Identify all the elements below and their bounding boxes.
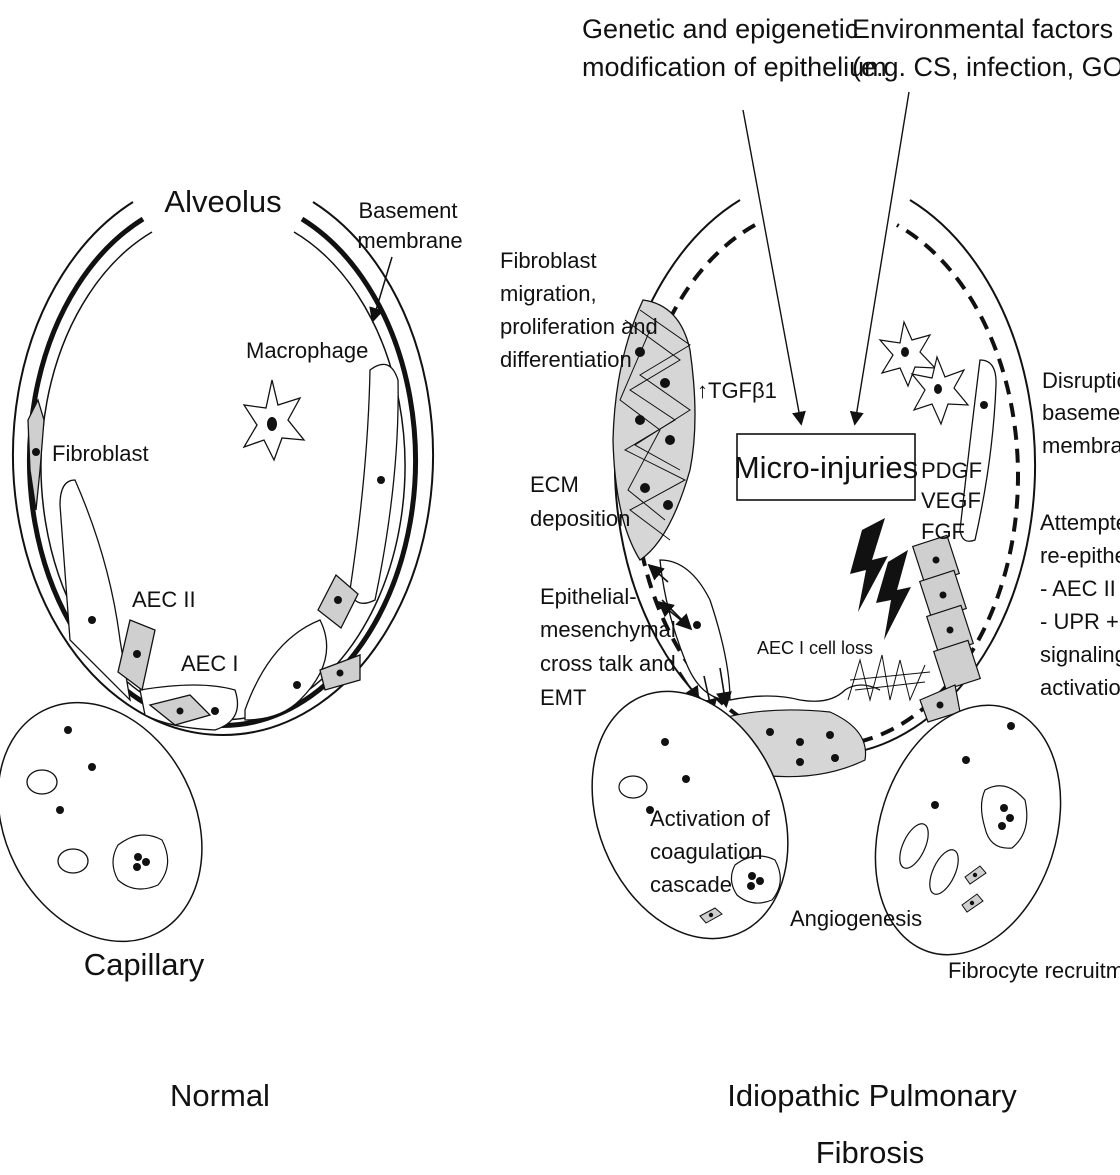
aec-ii-label: AEC II	[132, 587, 196, 612]
ipf-aec-cell	[960, 360, 996, 541]
fibroblast-label: Fibroblast	[52, 441, 149, 466]
attempted-label-line-1: Attempted	[1040, 510, 1120, 535]
genetic-to-injury-arrow	[743, 110, 801, 423]
attempted-label-line-2: re-epithelialization	[1040, 543, 1120, 568]
normal-red-blood-cell	[58, 849, 88, 873]
genetic-label-line-2: modification of epithelium	[582, 52, 887, 82]
pdgf-label: PDGF	[921, 458, 982, 483]
emt-label-line-1: Epithelial-	[540, 584, 637, 609]
attempted-label-line-3: - AEC II proliferation	[1040, 576, 1120, 601]
attempted-label-line-6: activation	[1040, 675, 1120, 700]
macrophage-label: Macrophage	[246, 338, 368, 363]
ipf-title-line-2: Fibrosis	[816, 1135, 925, 1170]
coagulation-label-line-1: Activation of	[650, 806, 771, 831]
attempted-label-line-4: - UPR + developmental	[1040, 609, 1120, 634]
ecm-label-line-1: ECM	[530, 472, 579, 497]
ipf-title-line-1: Idiopathic Pulmonary	[727, 1078, 1017, 1113]
aec-ii-proliferation-stack	[913, 535, 981, 689]
aec-loss-scribble	[848, 655, 930, 700]
angiogenesis-label: Angiogenesis	[790, 906, 922, 931]
disruption-label-line-1: Disruption of	[1042, 368, 1120, 393]
fibroblast-migration-label-line-4: differentiation	[500, 347, 632, 372]
fibroblast-migration-label-line-2: migration,	[500, 281, 597, 306]
genetic-label-line-1: Genetic and epigenetic	[582, 14, 858, 44]
fibroblast-migration-label-line-1: Fibroblast	[500, 248, 597, 273]
alveolus-label: Alveolus	[164, 184, 281, 219]
fgf-label: FGF	[921, 519, 965, 544]
ipf-red-blood-cell	[619, 776, 647, 798]
aec-i-cell-loss-label: AEC I cell loss	[757, 638, 873, 658]
micro-injuries-label: Micro-injuries	[734, 450, 918, 485]
vegf-label: VEGF	[921, 488, 981, 513]
disruption-label-line-2: basement	[1042, 400, 1120, 425]
basement-membrane-label-line-1: Basement	[358, 198, 457, 223]
coagulation-label-line-3: cascade	[650, 872, 732, 897]
emt-label-line-4: EMT	[540, 685, 586, 710]
emt-label-line-3: cross talk and	[540, 651, 676, 676]
tgfb1-label: ↑TGFβ1	[697, 378, 777, 403]
basement-membrane-label-line-2: membrane	[357, 228, 462, 253]
ecm-label-line-2: deposition	[530, 506, 630, 531]
normal-alveolus-panel: Alveolus Basement membrane Macrophage Fi…	[0, 184, 463, 1113]
normal-leukocyte-icon	[113, 835, 168, 889]
normal-aec-i-cell	[350, 364, 398, 603]
fibroblast-migration-label-line-3: proliferation and	[500, 314, 658, 339]
environmental-label-line-2: (e.g. CS, infection, GOR)	[852, 52, 1120, 82]
capillary-label: Capillary	[84, 947, 205, 982]
coagulation-label-line-2: coagulation	[650, 839, 763, 864]
emt-label-line-2: mesenchymal	[540, 617, 676, 642]
aec-i-label: AEC I	[181, 651, 238, 676]
normal-aec-i-cell	[245, 620, 327, 720]
ipf-capillary-right	[845, 681, 1091, 979]
normal-title: Normal	[170, 1078, 270, 1113]
disruption-label-line-3: membrane	[1042, 433, 1120, 458]
attempted-label-line-5: signaling pathway	[1040, 642, 1120, 667]
normal-red-blood-cell	[27, 770, 57, 794]
environmental-label-line-1: Environmental factors	[852, 14, 1113, 44]
fibrocyte-recruitment-label: Fibrocyte recruitment	[948, 958, 1120, 983]
ipf-alveolus-panel: Micro-injuries	[500, 14, 1120, 1170]
aec-i-loss-surface	[730, 685, 880, 701]
